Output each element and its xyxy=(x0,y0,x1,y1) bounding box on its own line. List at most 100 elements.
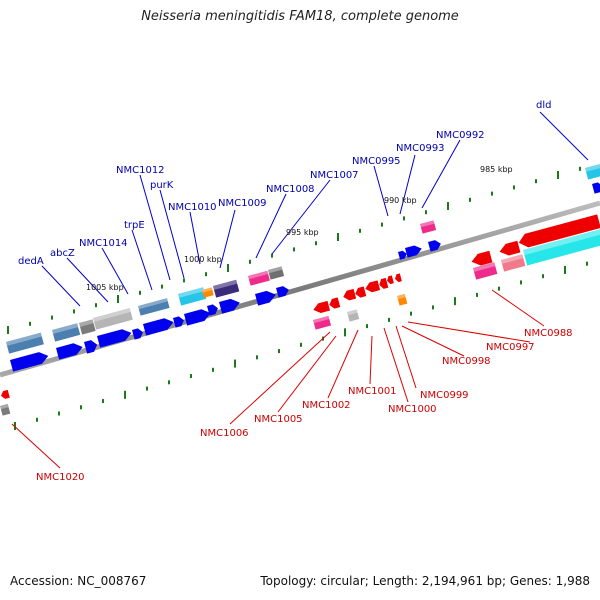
reverse-gene-arrow xyxy=(365,280,381,293)
forward-gene-arrow xyxy=(143,318,174,336)
reverse-gene-label: NMC0988 xyxy=(524,328,573,339)
reverse-gene-arrow-shape xyxy=(365,280,381,293)
reverse-gene-arrow-shape xyxy=(329,297,341,309)
feature-block xyxy=(52,323,81,342)
feature-block-shine xyxy=(268,266,283,274)
forward-gene-arrow xyxy=(255,290,276,306)
reverse-leader-line xyxy=(369,335,373,385)
forward-gene-arrow xyxy=(592,182,600,194)
forward-gene-label: NMC1007 xyxy=(310,170,359,181)
feature-block xyxy=(202,287,214,298)
feature-block xyxy=(93,308,133,330)
leader-lines xyxy=(11,111,589,469)
reverse-gene-arrow xyxy=(343,288,357,301)
feature-block xyxy=(178,287,207,306)
forward-gene-arrow xyxy=(132,328,143,340)
forward-gene-arrow-shape xyxy=(219,298,240,314)
forward-gene-label: dedA xyxy=(18,256,44,267)
feature-block-shape xyxy=(202,287,214,298)
forward-gene-arrow-shape xyxy=(184,309,211,326)
feature-block-shine xyxy=(585,163,600,172)
feature-block-shine xyxy=(93,308,131,322)
forward-gene-label: purK xyxy=(150,180,174,191)
reverse-gene-arrow xyxy=(1,389,10,399)
reverse-gene-label: NMC1002 xyxy=(302,400,351,411)
forward-leader-line xyxy=(159,189,185,279)
feature-block-shape xyxy=(178,287,207,306)
forward-leader-line xyxy=(539,111,589,161)
reverse-gene-label: NMC1000 xyxy=(388,404,437,415)
forward-gene-arrow-shape xyxy=(173,316,184,328)
feature-block xyxy=(248,270,270,286)
reverse-leader-line xyxy=(383,327,409,403)
feature-block-shine xyxy=(213,279,238,290)
feature-block-shape xyxy=(213,279,240,298)
forward-leader-line xyxy=(421,139,461,209)
kbp-tick-label: 995 kbp xyxy=(286,228,319,237)
reverse-gene-label: NMC0998 xyxy=(442,356,491,367)
forward-gene-label: abcZ xyxy=(50,248,75,259)
reverse-gene-label: NMC0999 xyxy=(420,390,469,401)
forward-gene-label: NMC0993 xyxy=(396,143,445,154)
forward-gene-arrow xyxy=(173,316,184,328)
reverse-leader-line xyxy=(491,289,545,327)
forward-gene-arrow-shape xyxy=(255,290,276,306)
reverse-gene-label: NMC1006 xyxy=(200,428,249,439)
reverse-gene-arrow xyxy=(499,240,521,256)
genome-title: Neisseria meningitidis FAM18, complete g… xyxy=(141,9,459,24)
forward-gene-arrow-shape xyxy=(276,286,289,298)
forward-gene-label: trpE xyxy=(124,220,145,231)
reverse-gene-arrow-shape xyxy=(1,389,10,399)
feature-block xyxy=(79,319,96,335)
kbp-tick-label: 1000 kbp xyxy=(184,255,222,264)
feature-block-shape xyxy=(585,163,600,180)
forward-gene-arrow xyxy=(276,286,289,298)
forward-gene-arrow-shape xyxy=(207,304,218,316)
feature-block-shine xyxy=(347,309,358,316)
reverse-leader-line xyxy=(395,325,417,389)
feature-block-shine xyxy=(473,262,496,272)
feature-block xyxy=(585,163,600,180)
reverse-gene-arrow xyxy=(355,286,367,298)
forward-leader-line xyxy=(189,211,201,265)
reverse-gene-arrow xyxy=(387,275,394,285)
feature-block-shine xyxy=(248,270,269,280)
forward-gene-arrow xyxy=(84,340,98,354)
forward-gene-arrow xyxy=(97,329,132,348)
reverse-gene-label: NMC1005 xyxy=(254,414,303,425)
forward-gene-arrow-shape xyxy=(10,352,49,372)
feature-block-shine xyxy=(420,220,435,228)
feature-block xyxy=(420,220,437,234)
forward-gene-label: NMC1010 xyxy=(168,202,217,213)
feature-block xyxy=(213,279,240,298)
feature-block-shine xyxy=(523,229,600,256)
reverse-leader-line xyxy=(407,321,531,343)
feature-block-shape xyxy=(501,254,526,272)
forward-gene-arrow-shape xyxy=(405,245,422,258)
feature-block xyxy=(473,262,498,280)
feature-block-shape xyxy=(93,308,133,330)
forward-gene-arrow xyxy=(207,304,218,316)
feature-block xyxy=(500,254,526,272)
forward-gene-arrow-shape xyxy=(143,318,174,336)
feature-block-shape xyxy=(313,315,332,330)
forward-gene-arrow-shape xyxy=(56,343,83,360)
reverse-gene-arrow xyxy=(313,300,331,313)
feature-block-shape xyxy=(6,332,44,354)
forward-gene-arrow-shape xyxy=(84,340,98,354)
forward-leader-line xyxy=(101,247,129,295)
forward-gene-arrow xyxy=(428,240,441,252)
reverse-gene-labels: NMC1020NMC1006NMC1005NMC1002NMC1001NMC10… xyxy=(36,328,573,483)
forward-leader-line xyxy=(41,265,81,307)
feature-block-shape xyxy=(523,229,600,266)
forward-gene-label: NMC0992 xyxy=(436,130,485,141)
reverse-gene-label: NMC1020 xyxy=(36,472,85,483)
reverse-gene-arrow xyxy=(395,273,402,283)
feature-block-shine xyxy=(178,287,205,298)
feature-block-shape xyxy=(138,298,170,316)
feature-block-shape xyxy=(52,323,81,342)
forward-gene-arrow-shape xyxy=(428,240,441,252)
